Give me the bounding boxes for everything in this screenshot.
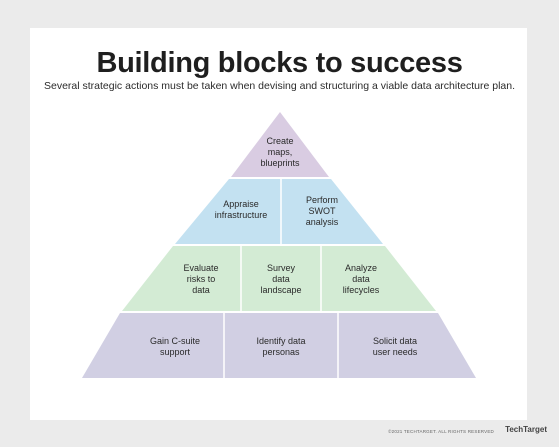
diagram-subtitle: Several strategic actions must be taken … <box>43 80 515 92</box>
block-perform-swot: Perform SWOT analysis <box>305 194 339 227</box>
block-appraise-infrastructure: Appraise infrastructure <box>214 199 268 220</box>
copyright-footer: ©2021 TECHTARGET. ALL RIGHTS RESERVED <box>388 429 494 434</box>
block-create-maps: Create maps, blueprints <box>260 135 300 168</box>
block-analyze-lifecycles: Analyze data lifecycles <box>342 262 380 295</box>
techtarget-logo: TechTarget <box>505 425 547 434</box>
pyramid-tier-3 <box>122 246 436 311</box>
diagram-title: Building blocks to success <box>96 47 463 79</box>
block-survey-landscape: Survey data landscape <box>260 262 302 295</box>
block-solicit-needs: Solicit data user needs <box>372 336 418 357</box>
block-evaluate-risks: Evaluate risks to data <box>183 262 219 295</box>
pyramid-tier-2 <box>175 179 383 244</box>
block-identify-personas: Identify data personas <box>256 336 306 357</box>
pyramid-tier-1 <box>231 112 329 177</box>
block-gain-csuite: Gain C-suite support <box>149 336 201 357</box>
pyramid-tier-4 <box>82 313 476 378</box>
